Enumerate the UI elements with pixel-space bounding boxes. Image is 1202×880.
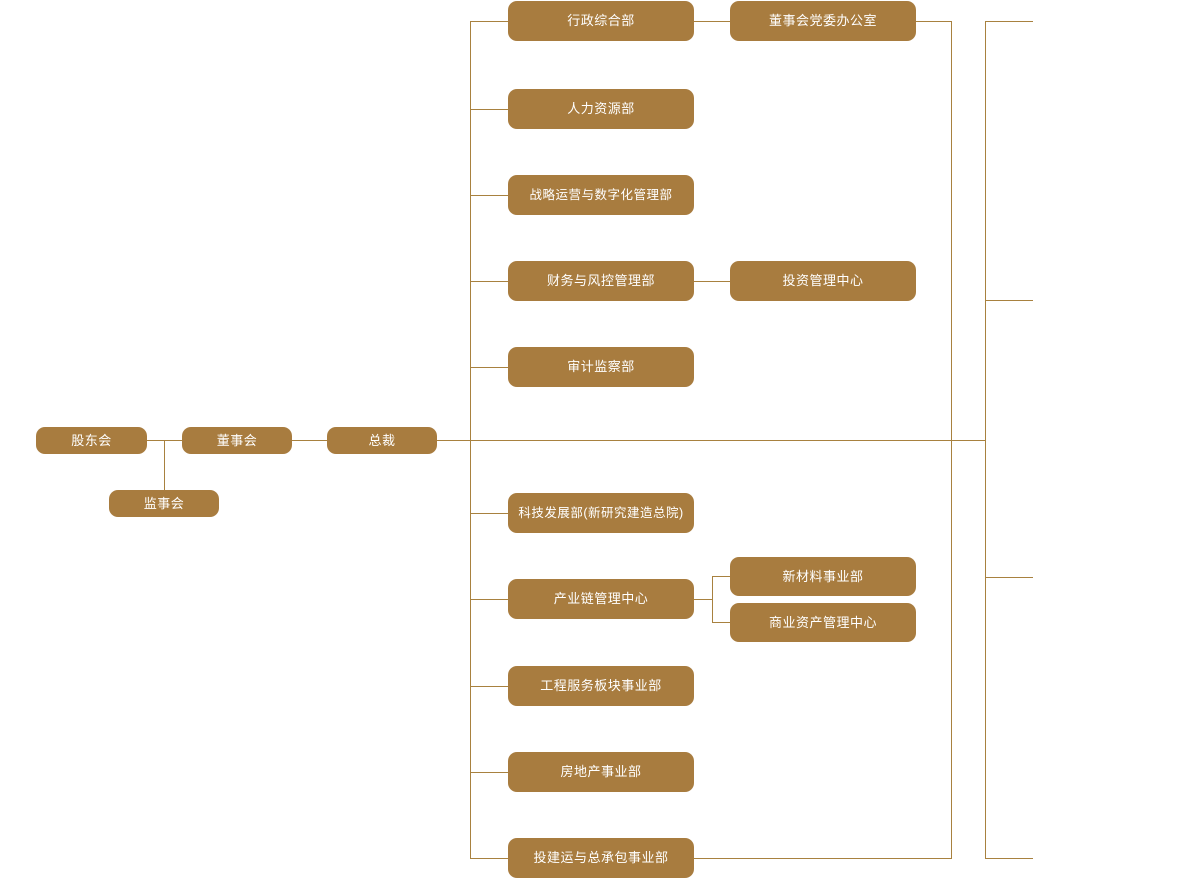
connector-department-spine-upper: [470, 21, 471, 441]
node-president[interactable]: 总裁: [327, 427, 437, 454]
connector-finance-to-investment: [694, 281, 730, 282]
node-hr-department[interactable]: 人力资源部: [508, 89, 694, 129]
connector-outer-rail-mid-lower: [985, 577, 1033, 578]
node-new-material-division[interactable]: 新材料事业部: [730, 557, 916, 596]
connector-outer-rail-top: [985, 21, 1033, 22]
node-tech-department[interactable]: 科技发展部(新研究建造总院): [508, 493, 694, 533]
node-commercial-asset-center[interactable]: 商业资产管理中心: [730, 603, 916, 642]
connector-spine-to-industry-chain: [470, 599, 508, 600]
connector-spine-to-engineering: [470, 686, 508, 687]
node-epc-division[interactable]: 投建运与总承包事业部: [508, 838, 694, 878]
connector-outer-rail-bottom: [985, 858, 1033, 859]
node-supervisory-board[interactable]: 监事会: [109, 490, 219, 517]
connector-spine-to-admin: [470, 21, 508, 22]
connector-inner-rail-bottom: [694, 858, 951, 859]
connector-supervisory-drop: [164, 440, 165, 504]
connector-board-to-president: [291, 440, 327, 441]
connector-spine-to-finance: [470, 281, 508, 282]
connector-inner-rail: [951, 21, 952, 859]
connector-industry-chain-stem: [694, 599, 712, 600]
node-board-of-directors[interactable]: 董事会: [182, 427, 292, 454]
connector-outer-rail: [985, 21, 986, 859]
connector-president-to-spine: [437, 440, 985, 441]
node-admin-department[interactable]: 行政综合部: [508, 1, 694, 41]
node-shareholders-meeting[interactable]: 股东会: [36, 427, 147, 454]
connector-industry-chain-bracket: [712, 576, 713, 623]
node-strategy-department[interactable]: 战略运营与数字化管理部: [508, 175, 694, 215]
connector-spine-to-epc: [470, 858, 508, 859]
node-finance-department[interactable]: 财务与风控管理部: [508, 261, 694, 301]
node-industry-chain-center[interactable]: 产业链管理中心: [508, 579, 694, 619]
connector-spine-to-real-estate: [470, 772, 508, 773]
connector-spine-to-audit: [470, 367, 508, 368]
node-party-office[interactable]: 董事会党委办公室: [730, 1, 916, 41]
connector-party-office-to-rail: [916, 21, 951, 22]
connector-bracket-to-new-material: [712, 576, 730, 577]
node-engineering-division[interactable]: 工程服务板块事业部: [508, 666, 694, 706]
connector-outer-rail-mid-upper: [985, 300, 1033, 301]
connector-department-spine-lower: [470, 440, 471, 859]
node-audit-department[interactable]: 审计监察部: [508, 347, 694, 387]
connector-admin-to-party-office: [694, 21, 730, 22]
node-investment-center[interactable]: 投资管理中心: [730, 261, 916, 301]
node-real-estate-division[interactable]: 房地产事业部: [508, 752, 694, 792]
connector-spine-to-hr: [470, 109, 508, 110]
connector-bracket-to-commercial-asset: [712, 622, 730, 623]
connector-spine-to-strategy: [470, 195, 508, 196]
connector-spine-to-tech: [470, 513, 508, 514]
